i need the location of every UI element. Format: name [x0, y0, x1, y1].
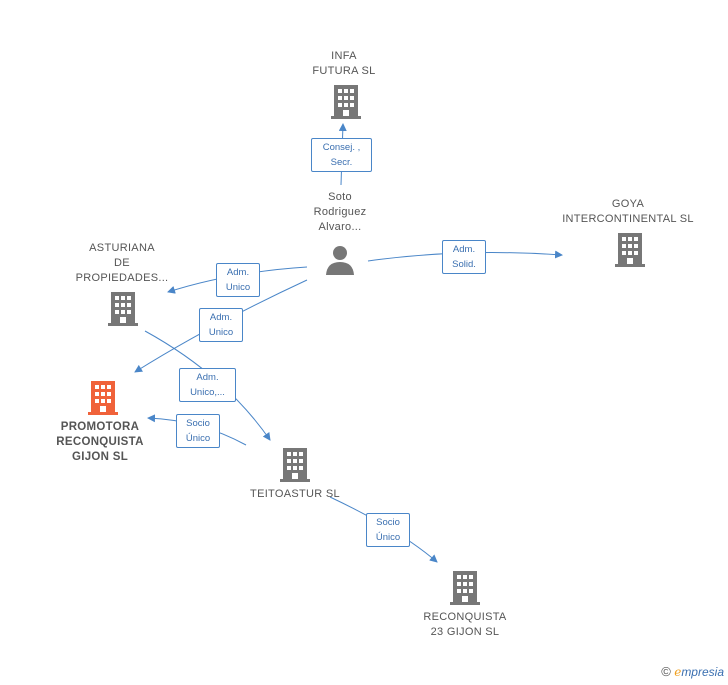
edge-label-adm-unico-2[interactable]: Adm. Unico — [199, 308, 243, 342]
person-icon[interactable] — [325, 245, 355, 275]
brand-logo-e: e — [674, 665, 682, 679]
building-icon[interactable] — [88, 381, 118, 415]
edge-label-socio-unico-1[interactable]: Socio Único — [176, 414, 220, 448]
brand-logo-text: mpresia — [681, 665, 724, 679]
node-label-goya[interactable]: GOYA INTERCONTINENTAL SL — [562, 198, 694, 225]
building-icon[interactable] — [615, 233, 645, 267]
building-icon[interactable] — [280, 448, 310, 482]
edge-label-adm-unico-3[interactable]: Adm. Unico,... — [179, 368, 236, 402]
node-label-promotora[interactable]: PROMOTORA RECONQUISTA GIJON SL — [56, 421, 144, 463]
building-icon[interactable] — [450, 571, 480, 605]
brand-footer: © empresia — [661, 664, 724, 679]
node-label-reconquista23[interactable]: RECONQUISTA 23 GIJON SL — [423, 611, 507, 638]
node-label-asturiana[interactable]: ASTURIANA DE PROPIEDADES... — [75, 242, 169, 284]
node-label-teitoastur[interactable]: TEITOASTUR SL — [250, 488, 340, 500]
edge-label-consej[interactable]: Consej. , Secr. — [311, 138, 372, 172]
edge-label-adm-solid[interactable]: Adm. Solid. — [442, 240, 486, 274]
copyright-symbol: © — [661, 664, 671, 679]
building-icon[interactable] — [331, 85, 361, 119]
building-icon[interactable] — [108, 292, 138, 326]
edge-label-socio-unico-2[interactable]: Socio Único — [366, 513, 410, 547]
edge-label-adm-unico-1[interactable]: Adm. Unico — [216, 263, 260, 297]
node-label-infa-futura[interactable]: INFA FUTURA SL — [312, 50, 376, 77]
node-label-soto[interactable]: Soto Rodriguez Alvaro... — [313, 191, 367, 233]
